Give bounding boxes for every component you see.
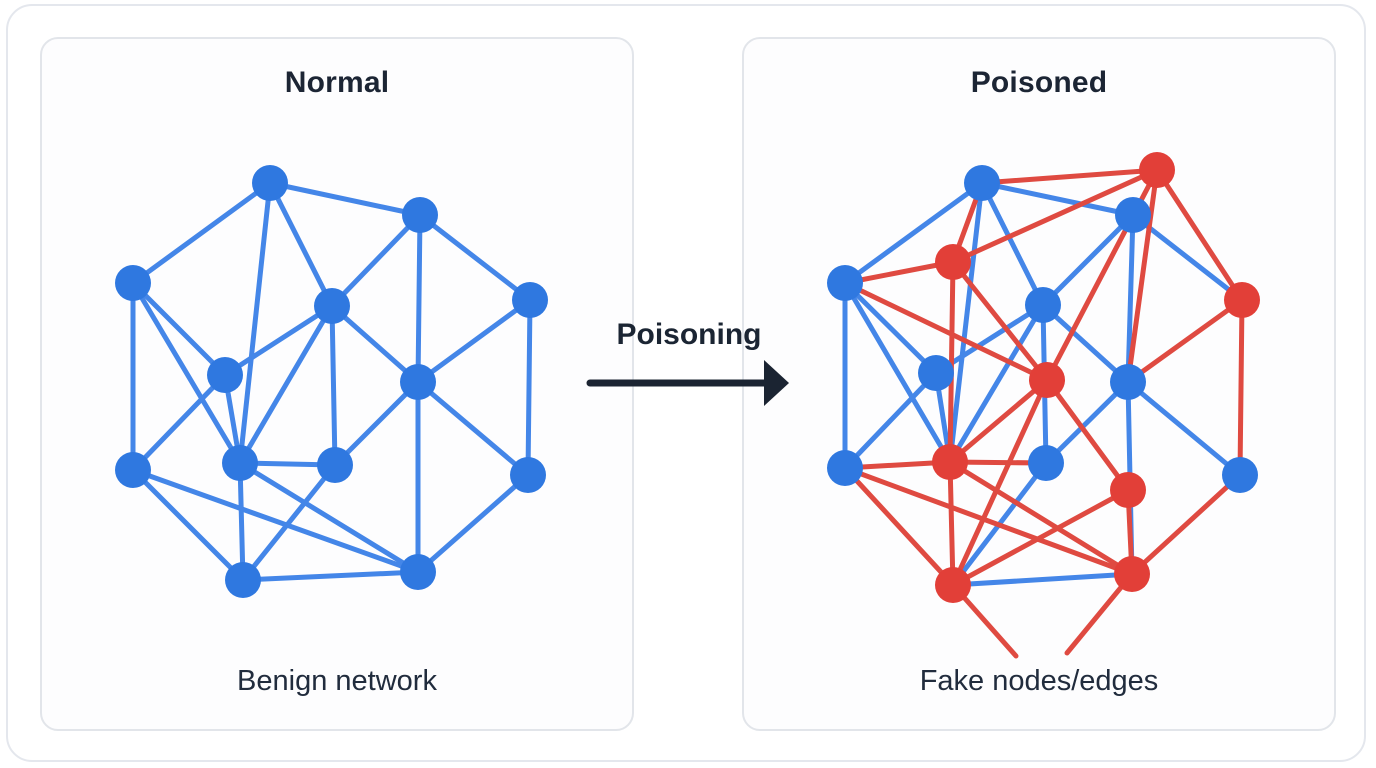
caption-benign-network: Benign network bbox=[237, 665, 437, 697]
panel-poisoned bbox=[742, 37, 1336, 731]
caption-fake-nodes-edges: Fake nodes/edges bbox=[919, 665, 1159, 697]
outer-frame bbox=[6, 4, 1366, 762]
panel-title-normal: Normal bbox=[284, 66, 390, 99]
poisoning-label: Poisoning bbox=[616, 318, 762, 351]
panel-normal bbox=[40, 37, 634, 731]
panel-title-poisoned: Poisoned bbox=[970, 66, 1108, 99]
